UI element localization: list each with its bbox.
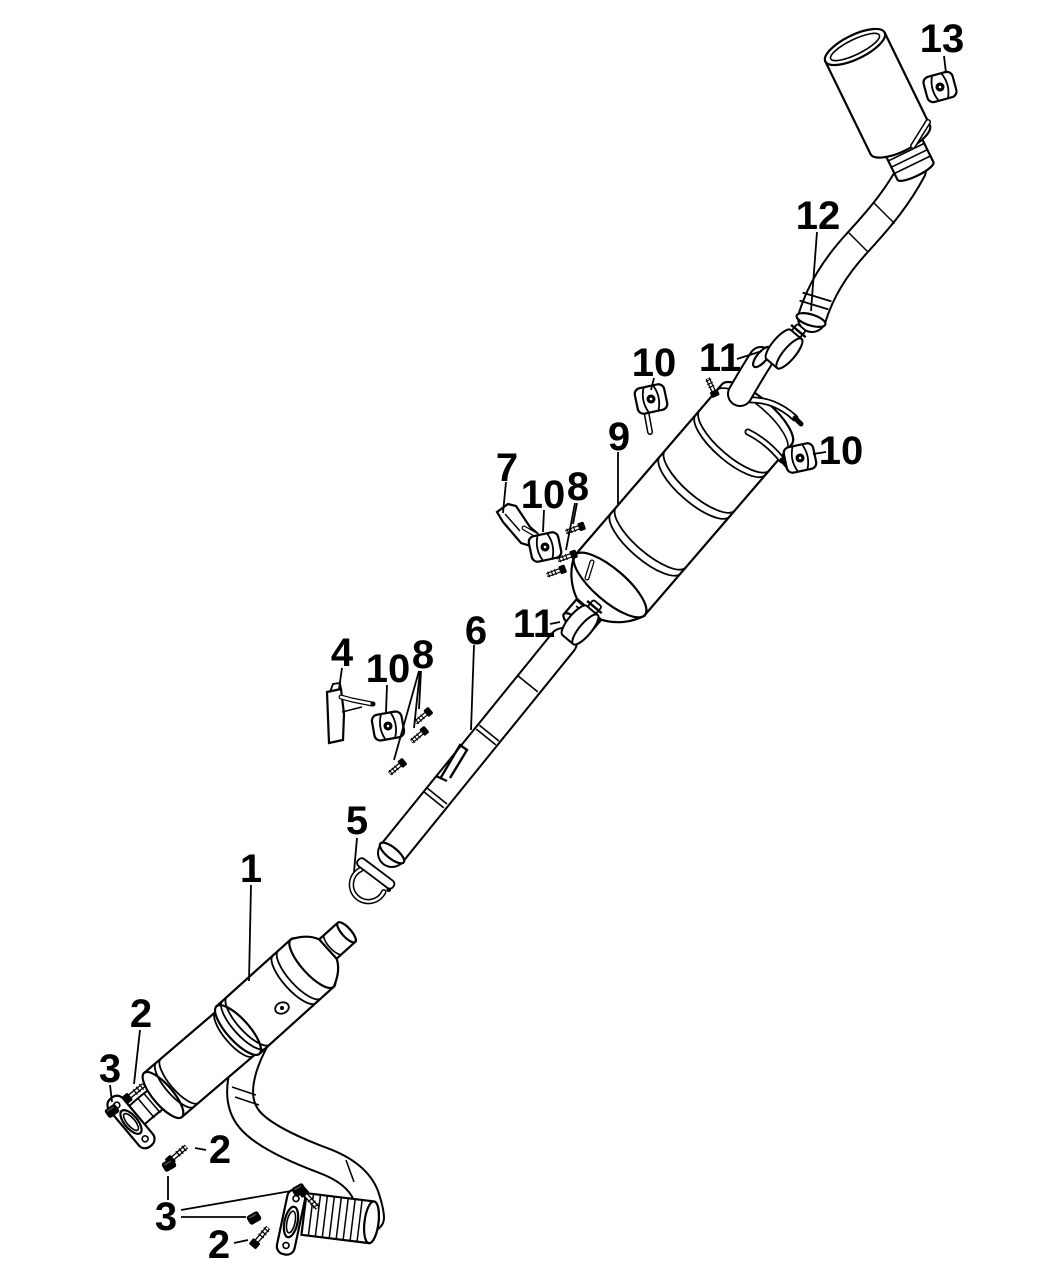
callout-label-9: 9 (608, 415, 630, 459)
exhaust-u-clamp (348, 857, 396, 905)
pipe-band (799, 299, 829, 311)
callout-label-2: 2 (208, 1223, 230, 1267)
callout-label-8: 8 (412, 633, 434, 677)
callout-label-11: 11 (699, 336, 741, 380)
callout-label-10: 10 (366, 647, 411, 691)
callout-label-5: 5 (346, 799, 368, 843)
hanger-bracket (325, 681, 376, 745)
callout-label-7: 7 (496, 446, 518, 490)
callout-labels: 13 12 11 10 9 10 7 10 8 11 6 4 10 8 5 1 … (99, 17, 964, 1267)
bolt (249, 1224, 272, 1249)
callout-label-10: 10 (521, 473, 566, 517)
catalytic-converter (213, 921, 357, 1056)
screw (387, 758, 408, 777)
screw (545, 564, 567, 579)
leader-lines (109, 55, 947, 1244)
nut (245, 1209, 263, 1227)
callout-label-11: 11 (513, 602, 555, 646)
callout-label-10: 10 (819, 429, 864, 473)
callout-label-3: 3 (155, 1195, 177, 1239)
callout-label-10: 10 (632, 341, 677, 385)
callout-label-1: 1 (240, 847, 262, 891)
exhaust-hanger-isolator (921, 69, 959, 105)
callout-label-3: 3 (99, 1047, 121, 1091)
tip-hanger-rod (910, 119, 931, 149)
callout-label-6: 6 (465, 609, 487, 653)
callout-label-13: 13 (920, 17, 965, 61)
callout-label-4: 4 (331, 631, 354, 675)
screw (409, 726, 430, 745)
callout-label-8: 8 (567, 465, 589, 509)
pipe-hook-bracket (438, 743, 469, 780)
pipe-band (802, 291, 832, 303)
catalytic-converter-pipe-assembly (106, 921, 385, 1256)
callout-label-2: 2 (130, 992, 152, 1036)
screw (564, 521, 586, 536)
extension-pipe (377, 627, 578, 868)
exhaust-isolator (781, 441, 819, 475)
flex-coupling (300, 1191, 380, 1245)
callout-label-2: 2 (209, 1128, 231, 1172)
callout-label-12: 12 (796, 194, 841, 238)
tailpipe (795, 155, 927, 333)
